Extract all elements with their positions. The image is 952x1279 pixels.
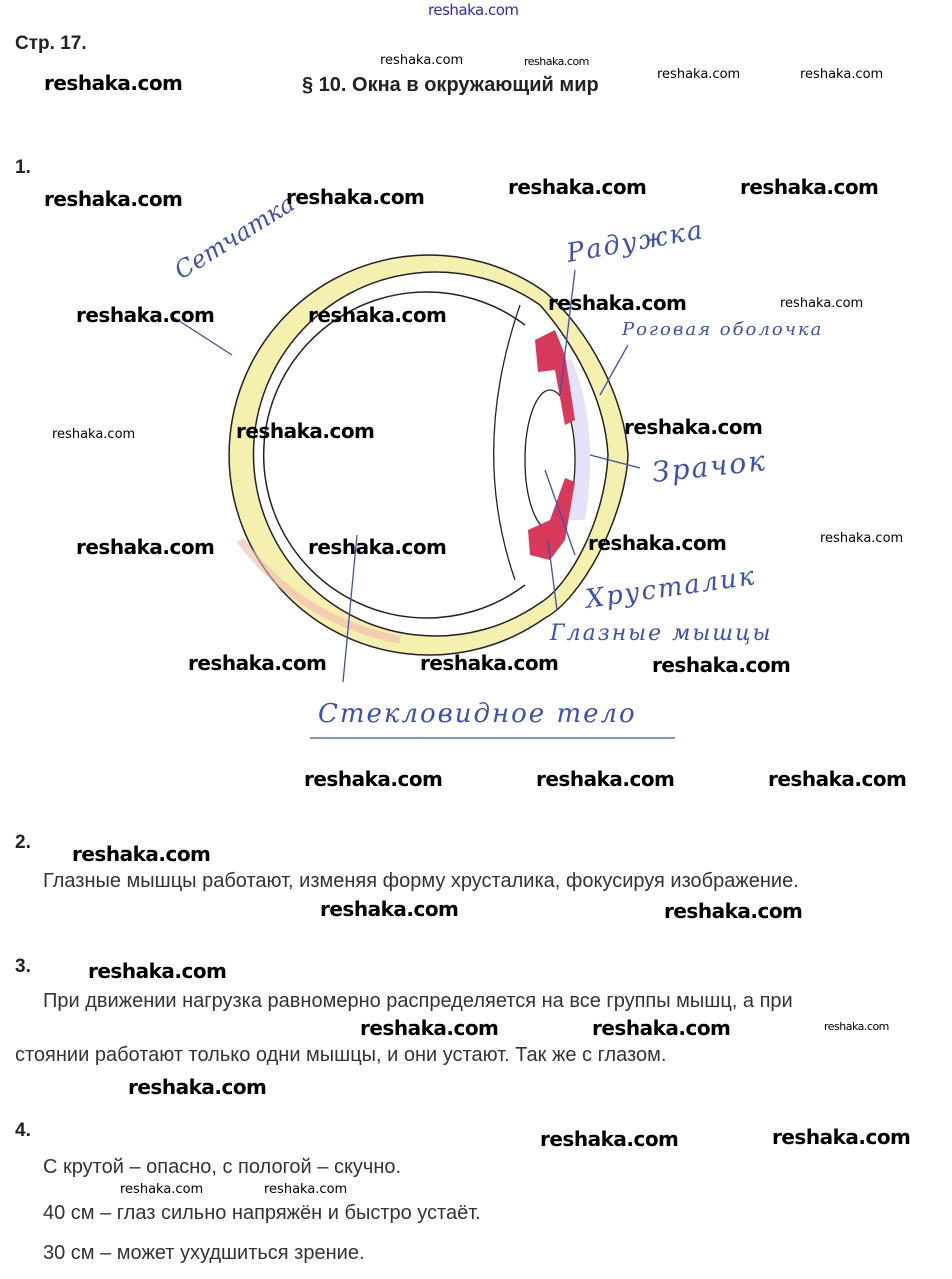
answer-line: С крутой – опасно, с пологой – скучно. [43, 1156, 402, 1178]
watermark: reshaka.com [540, 1127, 679, 1151]
ciliary-line [493, 304, 521, 581]
watermark: reshaka.com [360, 1016, 499, 1040]
iris-upper [535, 330, 575, 425]
watermark: reshaka.com [820, 531, 904, 546]
watermark: reshaka.com [264, 1182, 348, 1197]
watermark: reshaka.com [772, 1125, 911, 1149]
watermark: reshaka.com [592, 1016, 731, 1040]
watermark: reshaka.com [286, 185, 425, 209]
watermark: reshaka.com [380, 53, 464, 68]
pointer-lines [169, 269, 675, 739]
watermark: reshaka.com [768, 767, 907, 791]
watermark: reshaka.com [88, 959, 227, 983]
watermark: reshaka.com [120, 1182, 204, 1197]
task-number: 1. [15, 157, 31, 178]
watermark: reshaka.com [320, 897, 459, 921]
watermark: reshaka.com [304, 767, 443, 791]
watermark: reshaka.com [188, 651, 327, 675]
answer-line: При движении нагрузка равномерно распред… [43, 990, 793, 1012]
watermark: reshaka.com [536, 767, 675, 791]
answer-line: 30 см – может ухудшиться зрение. [43, 1242, 365, 1264]
label-cornea: Роговая оболочка [622, 319, 824, 340]
task-number: 3. [15, 956, 31, 977]
watermark: reshaka.com [76, 535, 215, 559]
watermark: reshaka.com [664, 899, 803, 923]
answer-line: 40 см – глаз сильно напряжён и быстро ус… [43, 1202, 481, 1224]
watermark: reshaka.com [52, 427, 136, 442]
task-number: 4. [15, 1120, 31, 1141]
watermark: reshaka.com [657, 67, 741, 82]
watermark: reshaka.com [308, 535, 447, 559]
watermark: reshaka.com [824, 1020, 889, 1033]
watermark: reshaka.com [128, 1075, 267, 1099]
watermark: reshaka.com [236, 419, 375, 443]
watermark: reshaka.com [44, 71, 183, 95]
section-title: § 10. Окна в окружающий мир [302, 74, 599, 96]
watermark: reshaka.com [308, 303, 447, 327]
watermark: reshaka.com [740, 175, 879, 199]
watermark: reshaka.com [624, 415, 763, 439]
watermark: reshaka.com [780, 296, 864, 311]
page-label: Стр. 17. [15, 33, 87, 54]
watermark: reshaka.com [76, 303, 215, 327]
watermark: reshaka.com [420, 651, 559, 675]
sclera [228, 254, 629, 656]
answer-line: стоянии работают только одни мышцы, и он… [15, 1044, 667, 1066]
watermark: reshaka.com [588, 531, 727, 555]
watermark: reshaka.com [524, 55, 589, 68]
watermark: reshaka.com [548, 291, 687, 315]
label-eye-muscles: Глазные мышцы [550, 621, 773, 646]
watermark: reshaka.com [72, 842, 211, 866]
eye-diagram [169, 254, 675, 739]
watermark: reshaka.com [800, 67, 884, 82]
watermark: reshaka.com [428, 1, 519, 19]
watermark: reshaka.com [652, 653, 791, 677]
answer-line: Глазные мышцы работают, изменяя форму хр… [43, 870, 799, 892]
watermark: reshaka.com [44, 187, 183, 211]
label-vitreous-body: Стекловидное тело [318, 699, 637, 729]
task-number: 2. [15, 832, 31, 853]
watermark: reshaka.com [508, 175, 647, 199]
iris-lower [528, 478, 575, 560]
